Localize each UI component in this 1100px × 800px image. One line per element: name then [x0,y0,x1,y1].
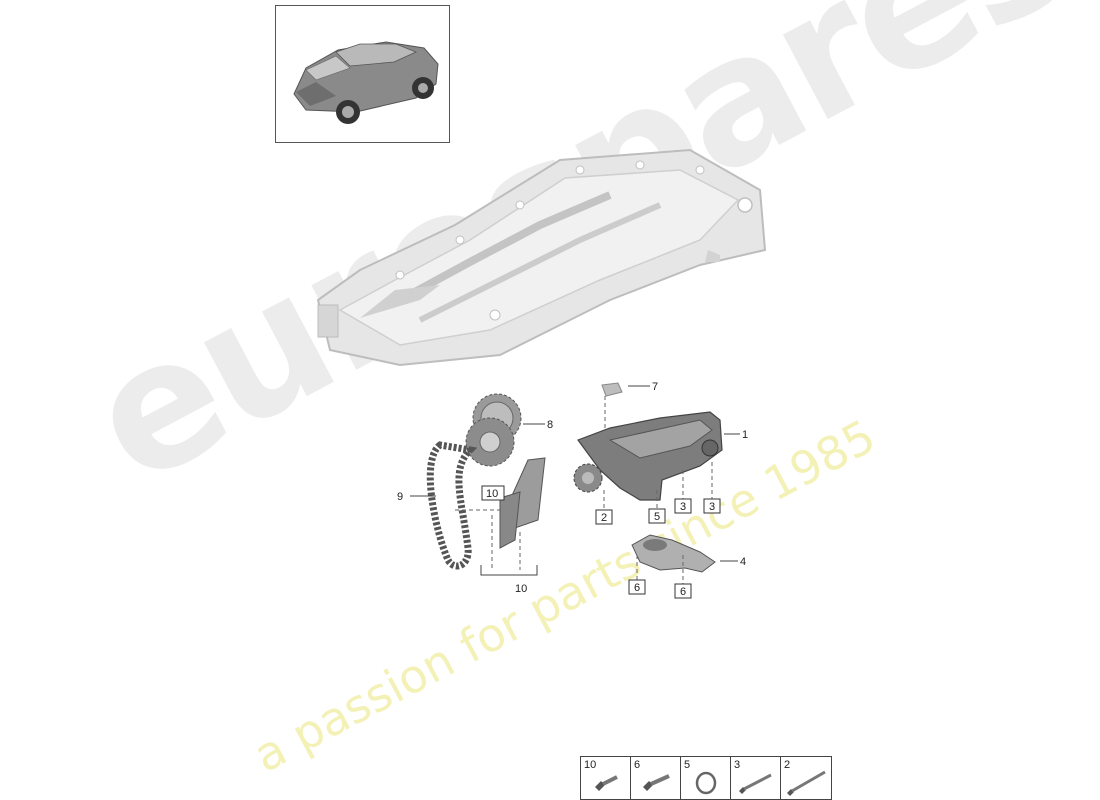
callout-box-3a [674,498,692,514]
callout-6b[interactable]: 6 [680,586,686,598]
legend-number: 6 [634,759,641,771]
part-7-sensor[interactable] [601,382,650,430]
fastener-legend: 10 6 5 3 2 [580,756,832,800]
legend-cell-6[interactable]: 6 [631,757,681,799]
bolt-icon [643,774,670,791]
callout-3a[interactable]: 3 [680,501,686,513]
callout-8[interactable]: 8 [547,419,553,431]
callout-box-10 [481,485,505,501]
legend-number: 3 [734,759,741,771]
callout-10b[interactable]: 10 [515,583,527,595]
callout-5[interactable]: 5 [654,511,660,523]
callout-box-6b [674,583,692,599]
callout-3b[interactable]: 3 [709,501,715,513]
legend-cell-10[interactable]: 10 [581,757,631,799]
callout-6a[interactable]: 6 [634,582,640,594]
legend-cell-2[interactable]: 2 [781,757,831,799]
callout-box-5 [648,508,666,524]
part-4-oil-pickup-pipe[interactable] [631,534,738,584]
long-bolt-icon [739,773,772,794]
callout-4[interactable]: 4 [740,556,746,568]
part-9-drive-chain[interactable] [410,441,478,570]
long-bolt-icon [787,770,826,796]
callout-box-2 [595,509,613,525]
part-1-oil-pump[interactable] [573,411,740,510]
legend-number: 10 [584,759,597,771]
callout-2[interactable]: 2 [601,512,607,524]
legend-cell-5[interactable]: 5 [681,757,731,799]
callout-7[interactable]: 7 [652,381,658,393]
vehicle-thumbnail[interactable] [275,5,450,143]
part-8-drive-sprocket[interactable] [465,393,545,467]
bolt-icon [595,775,618,791]
callout-1[interactable]: 1 [742,429,748,441]
o-ring-icon [695,771,717,795]
part-10-chain-tensioner[interactable] [455,457,546,576]
callout-box-6a [628,579,646,595]
crankcase-lower-section [316,148,767,367]
callout-9[interactable]: 9 [397,491,403,503]
suv-illustration [293,41,439,124]
callout-10a[interactable]: 10 [486,488,498,500]
legend-number: 2 [784,759,791,771]
legend-number: 5 [684,759,691,771]
callout-box-3b [703,498,721,514]
legend-cell-3[interactable]: 3 [731,757,781,799]
